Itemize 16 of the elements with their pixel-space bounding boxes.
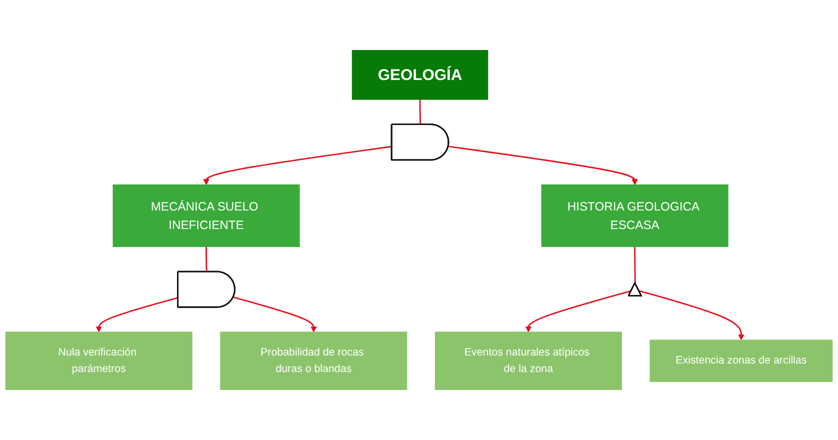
node-box: Eventos naturales atípicos de la zona xyxy=(434,332,622,390)
arrow xyxy=(448,146,638,186)
node-box: Existencia zonas de arcillas xyxy=(650,340,833,382)
arrow xyxy=(233,296,317,332)
node-box: Nula verificación parámetros xyxy=(5,332,192,390)
connector xyxy=(419,99,422,125)
arrow xyxy=(525,290,632,332)
connector xyxy=(634,246,636,284)
node-box: Probabilidad de rocas duras o blandas xyxy=(220,332,408,390)
arrow xyxy=(203,146,392,186)
arrow xyxy=(638,290,744,340)
node-box: GEOLOGÍA xyxy=(352,50,488,100)
connector xyxy=(206,246,208,272)
node-box: HISTORIA GEOLOGICA ESCASA xyxy=(541,184,728,248)
arrow xyxy=(96,297,178,332)
node-box: MECÁNICA SUELO INEFICIENTE xyxy=(112,184,300,248)
